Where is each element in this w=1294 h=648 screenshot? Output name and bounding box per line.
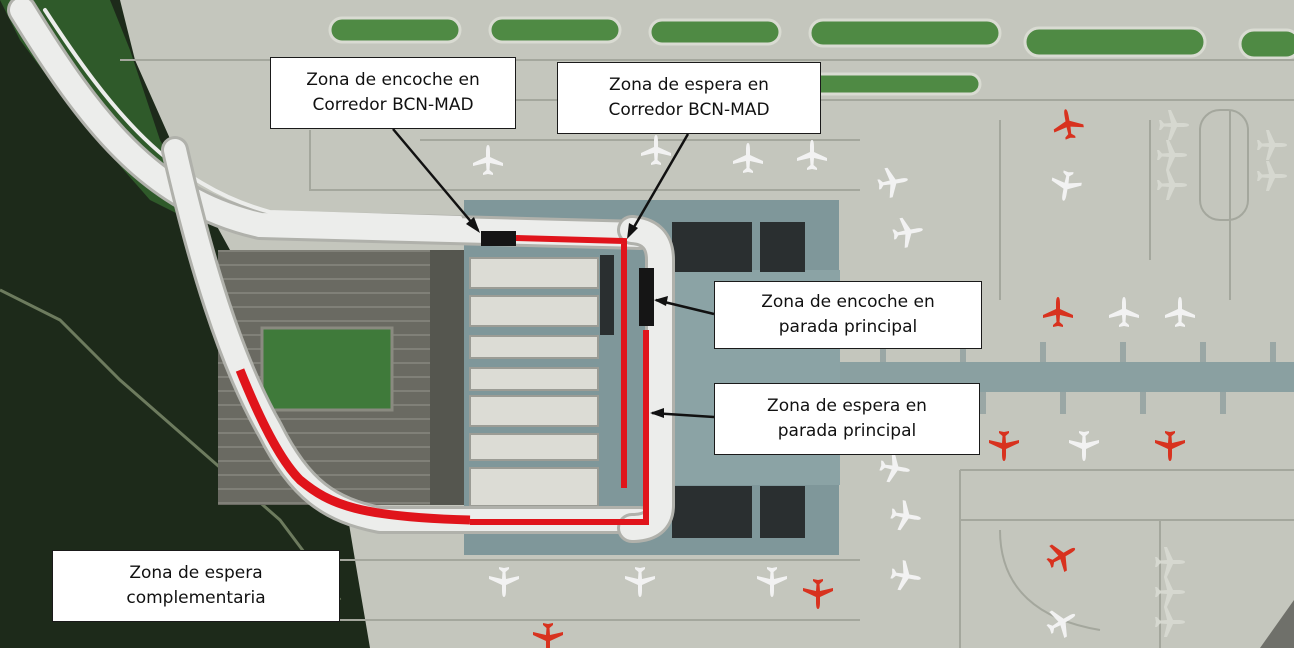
parking-zone-bcn-mad (481, 231, 516, 246)
map-edge (1260, 600, 1294, 648)
label-line: complementaria (126, 588, 266, 608)
terminal-slabs (469, 257, 599, 507)
waiting-zones (235, 235, 649, 525)
label-line: Corredor BCN-MAD (312, 95, 474, 115)
arrow-heads (466, 217, 668, 418)
label-line: Corredor BCN-MAD (608, 100, 770, 120)
label-line: parada principal (777, 421, 917, 441)
grass-islands (328, 16, 1294, 96)
label-encoche-bcn-mad: Zona de encoche en Corredor BCN-MAD (270, 57, 516, 129)
label-line: Zona de espera en (609, 75, 769, 95)
terminal-courtyards (600, 222, 805, 538)
label-line: parada principal (778, 317, 918, 337)
railway-line (0, 288, 342, 601)
label-line: Zona de encoche en (306, 70, 480, 90)
label-espera-bcn-mad: Zona de espera en Corredor BCN-MAD (557, 62, 821, 134)
waiting-zone-principal (470, 330, 649, 525)
label-line: Zona de encoche en (761, 292, 935, 312)
leader-lines (392, 128, 715, 419)
jet-bridges (880, 342, 1276, 414)
parking-lot-right (430, 250, 470, 505)
label-encoche-parada-principal: Zona de encoche en parada principal (714, 281, 982, 349)
green-square (260, 326, 394, 412)
waiting-zone-complementaria (235, 368, 471, 525)
label-espera-complementaria: Zona de espera complementaria (52, 550, 340, 622)
waiting-zone-bcn-mad (515, 235, 627, 488)
label-line: Zona de espera (129, 563, 263, 583)
label-espera-parada-principal: Zona de espera en parada principal (714, 383, 980, 455)
parking-zone-principal (639, 268, 654, 326)
label-line: Zona de espera en (767, 396, 927, 416)
access-road (7, 0, 675, 543)
